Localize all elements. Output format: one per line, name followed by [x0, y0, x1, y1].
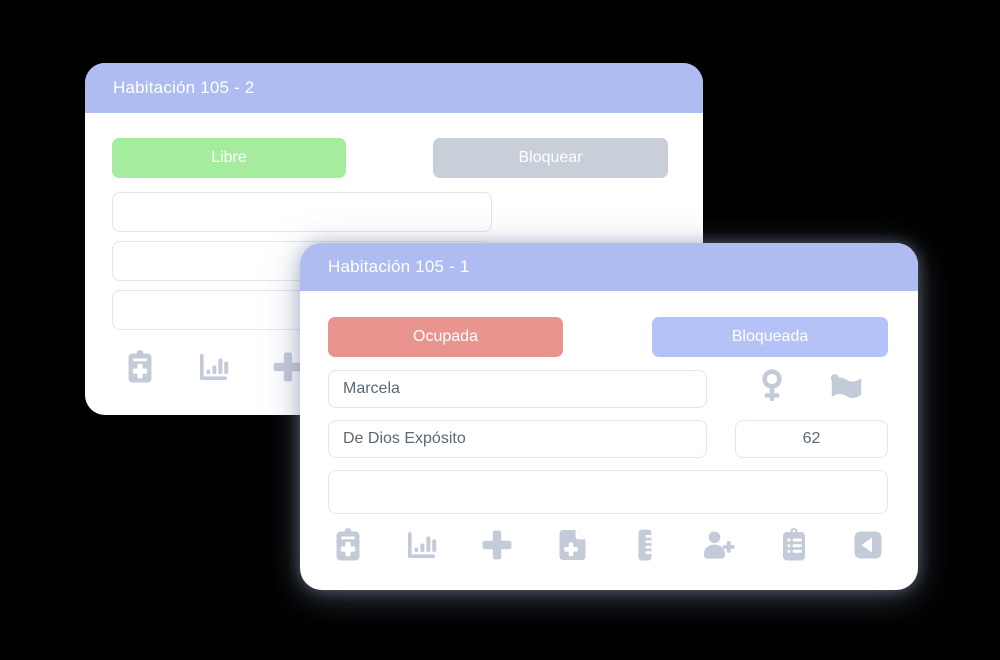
- first-name-input[interactable]: [328, 370, 707, 408]
- status-ocupada-button[interactable]: Ocupada: [328, 317, 563, 357]
- room-title: Habitación 105 - 1: [328, 257, 470, 276]
- plus-icon[interactable]: [477, 524, 517, 566]
- age-input[interactable]: [735, 420, 888, 458]
- notes-input[interactable]: [328, 470, 888, 514]
- card-toolbar: [120, 346, 308, 388]
- status-libre-button[interactable]: Libre: [112, 138, 346, 178]
- clipboard-list-icon[interactable]: [774, 524, 814, 566]
- clipboard-plus-icon[interactable]: [120, 346, 160, 388]
- room-card-105-1: Habitación 105 - 1 Ocupada Bloqueada: [300, 243, 918, 590]
- last-name-input[interactable]: [328, 420, 707, 458]
- room-card-105-1-header: Habitación 105 - 1: [300, 243, 918, 291]
- bloquear-button[interactable]: Bloquear: [433, 138, 668, 178]
- flag-icon[interactable]: [827, 370, 871, 408]
- plus-icon[interactable]: [268, 346, 308, 388]
- patient-meta-icons: [735, 366, 888, 412]
- file-plus-icon[interactable]: [551, 524, 591, 566]
- first-name-input[interactable]: [112, 192, 492, 232]
- bloqueada-button[interactable]: Bloqueada: [652, 317, 888, 357]
- female-icon[interactable]: [752, 366, 792, 412]
- ruler-icon[interactable]: [625, 524, 665, 566]
- back-icon[interactable]: [848, 524, 888, 566]
- bar-chart-icon[interactable]: [194, 346, 234, 388]
- clipboard-plus-icon[interactable]: [328, 524, 368, 566]
- room-card-105-2: Habitación 105 - 2 Libre Bloquear: [85, 63, 703, 415]
- card-toolbar: [328, 524, 888, 566]
- bar-chart-icon[interactable]: [402, 524, 442, 566]
- room-card-105-2-header: Habitación 105 - 2: [85, 63, 703, 113]
- room-title: Habitación 105 - 2: [113, 78, 255, 97]
- add-person-icon[interactable]: [699, 524, 739, 566]
